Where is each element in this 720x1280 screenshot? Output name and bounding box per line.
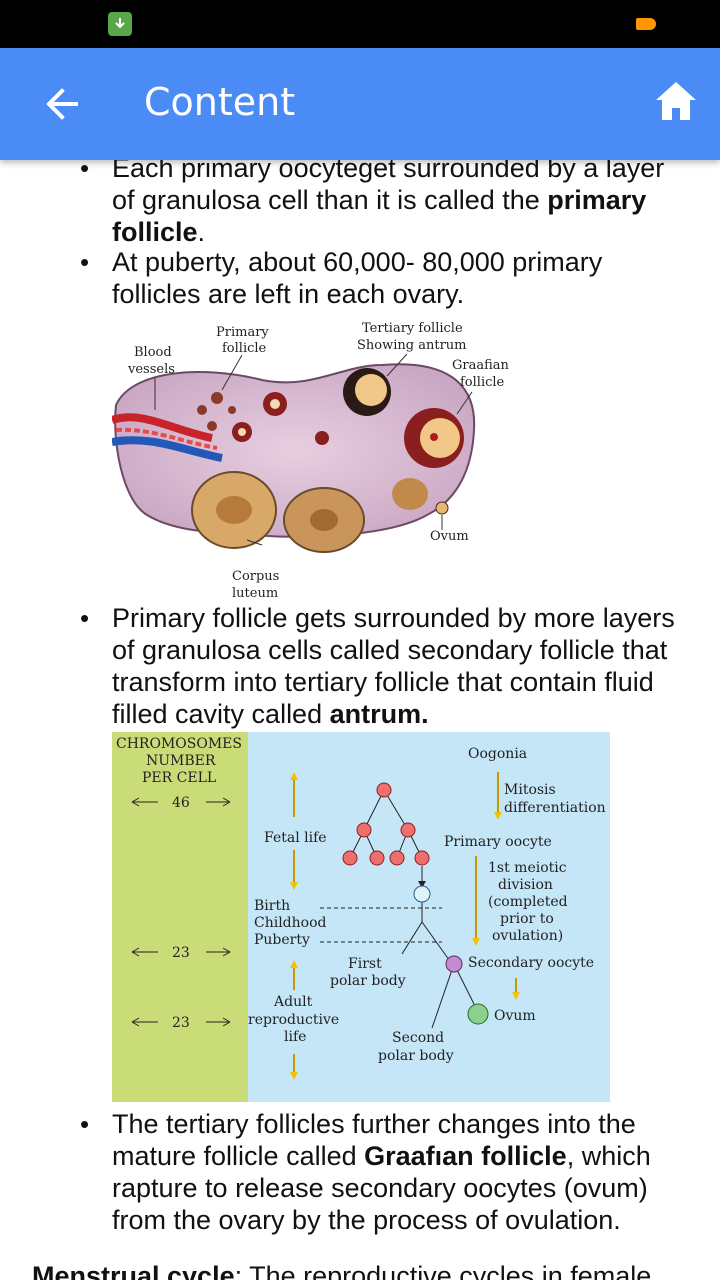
label-meiotic: (completed <box>488 894 568 910</box>
bold-term: primary follicle <box>112 185 647 247</box>
label-corpus-luteum: Corpus <box>232 569 279 584</box>
label-birth: Birth <box>254 898 290 914</box>
label-primary-oocyte: Primary oocyte <box>444 834 552 850</box>
label-meiotic: 1st meiotic <box>488 860 567 876</box>
label-meiotic: prior to <box>500 911 554 927</box>
label-secondary-oocyte: Secondary oocyte <box>468 955 594 971</box>
label-ovum: Ovum <box>494 1008 536 1024</box>
label-puberty: Puberty <box>254 932 310 948</box>
list-item: The tertiary follicles further changes i… <box>80 1108 692 1236</box>
label-adult-life: life <box>284 1029 306 1045</box>
label-second-polar-body: polar body <box>378 1048 454 1064</box>
section-heading: Menstrual cycle <box>32 1261 235 1280</box>
back-button[interactable] <box>40 84 88 124</box>
label-graafian-follicle: follicle <box>460 375 505 390</box>
chromosome-count: 23 <box>172 1015 190 1031</box>
label-meiotic: ovulation) <box>492 928 563 944</box>
label-oogonia: Oogonia <box>468 746 527 762</box>
bold-term: antrum. <box>329 699 429 729</box>
label-adult-life: reproductive <box>248 1012 339 1028</box>
label-blood-vessels: Blood <box>134 345 172 360</box>
label-second-polar-body: Second <box>392 1030 444 1046</box>
label-tertiary-follicle: Tertiary follicle <box>362 321 463 336</box>
status-bar <box>0 0 720 48</box>
label-corpus-luteum: luteum <box>232 586 278 600</box>
chromosome-header: NUMBER <box>146 753 216 769</box>
label-graafian-follicle: Graafian <box>452 358 510 373</box>
home-button[interactable] <box>652 78 700 126</box>
label-first-polar-body: First <box>348 956 382 972</box>
label-primary-follicle: Primary <box>216 325 269 340</box>
oogenesis-diagram: CHROMOSOMES NUMBER PER CELL 46 23 23 <box>112 732 610 1102</box>
chromosome-header: CHROMOSOMES <box>116 736 242 752</box>
label-blood-vessels: vessels <box>127 362 175 377</box>
label-mitosis: Mitosis <box>504 782 556 798</box>
content-area[interactable]: Each primary oocyteget surrounded by a l… <box>0 160 720 1280</box>
label-ovum: Ovum <box>430 529 469 544</box>
app-bar: Content <box>0 48 720 160</box>
chromosome-header: PER CELL <box>142 770 216 786</box>
label-adult-life: Adult <box>273 994 313 1010</box>
arrow-left-icon <box>46 88 78 120</box>
paragraph: Menstrual cycle: The reproductive cycles… <box>32 1260 712 1280</box>
label-first-polar-body: polar body <box>330 973 406 989</box>
download-icon <box>108 12 132 36</box>
chromosome-count: 46 <box>172 795 190 811</box>
label-differentiation: differentiation <box>504 800 606 816</box>
list-item: At puberty, about 60,000- 80,000 primary… <box>80 246 692 310</box>
ovary-diagram: Blood vessels Primary follicle Tertiary … <box>112 321 510 600</box>
home-icon <box>656 82 696 120</box>
list-item: Each primary oocyteget surrounded by a l… <box>80 160 692 248</box>
page-title: Content <box>144 80 296 124</box>
label-tertiary-follicle: Showing antrum <box>357 338 466 353</box>
label-childhood: Childhood <box>254 915 327 931</box>
chromosome-count: 23 <box>172 945 190 961</box>
label-primary-follicle: follicle <box>222 341 267 356</box>
list-item: Primary follicle gets surrounded by more… <box>80 602 692 730</box>
label-fetal-life: Fetal life <box>264 830 327 846</box>
battery-icon <box>636 18 656 30</box>
bold-term: Graafıan follicle <box>364 1141 567 1171</box>
label-meiotic: division <box>498 877 553 893</box>
